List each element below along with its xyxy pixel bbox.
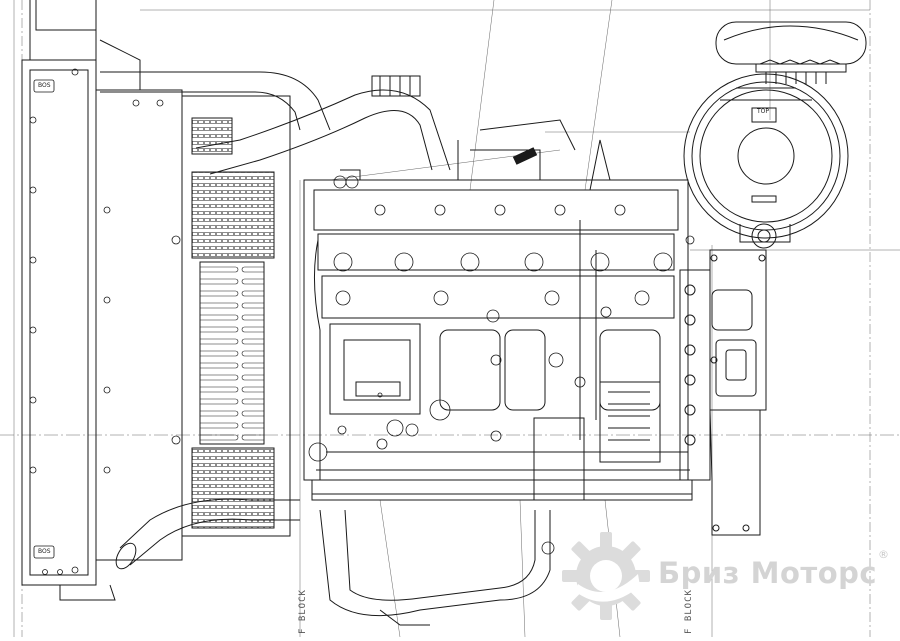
radiator: [21, 0, 291, 601]
lower-hose: [115, 498, 300, 570]
flywheel-housing: [599, 249, 767, 536]
block-label-left: F BLOCK: [298, 589, 308, 634]
block-label-right: F BLOCK: [684, 589, 694, 634]
sensor-block: [512, 147, 538, 165]
engine-fittings: [308, 175, 695, 555]
watermark-brand: Бриз Моторс: [658, 556, 878, 590]
top-mark: TOP: [757, 108, 770, 115]
badge-label-top: BOS: [38, 82, 51, 89]
watermark-registered: ®: [878, 548, 889, 561]
radiator-badges: [33, 79, 55, 559]
badge-label-bottom: BOS: [38, 548, 51, 555]
radiator-bolts: [29, 68, 181, 575]
gear-logo-icon: [562, 532, 650, 620]
air-filter: [683, 21, 867, 249]
upper-hoses: [100, 71, 451, 175]
engine-block: [303, 119, 693, 626]
